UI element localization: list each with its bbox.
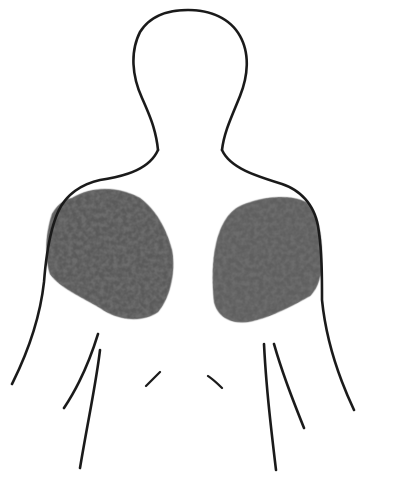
head-outline	[133, 10, 246, 150]
left-rib-mark	[146, 372, 160, 386]
right-rib-mark	[208, 376, 222, 388]
right-inner-arm	[274, 344, 304, 428]
left-torso-side	[80, 350, 100, 468]
right-torso-side	[264, 344, 276, 470]
shaded-region-right-shoulder	[213, 197, 322, 322]
shaded-region-left-shoulder	[46, 189, 173, 319]
